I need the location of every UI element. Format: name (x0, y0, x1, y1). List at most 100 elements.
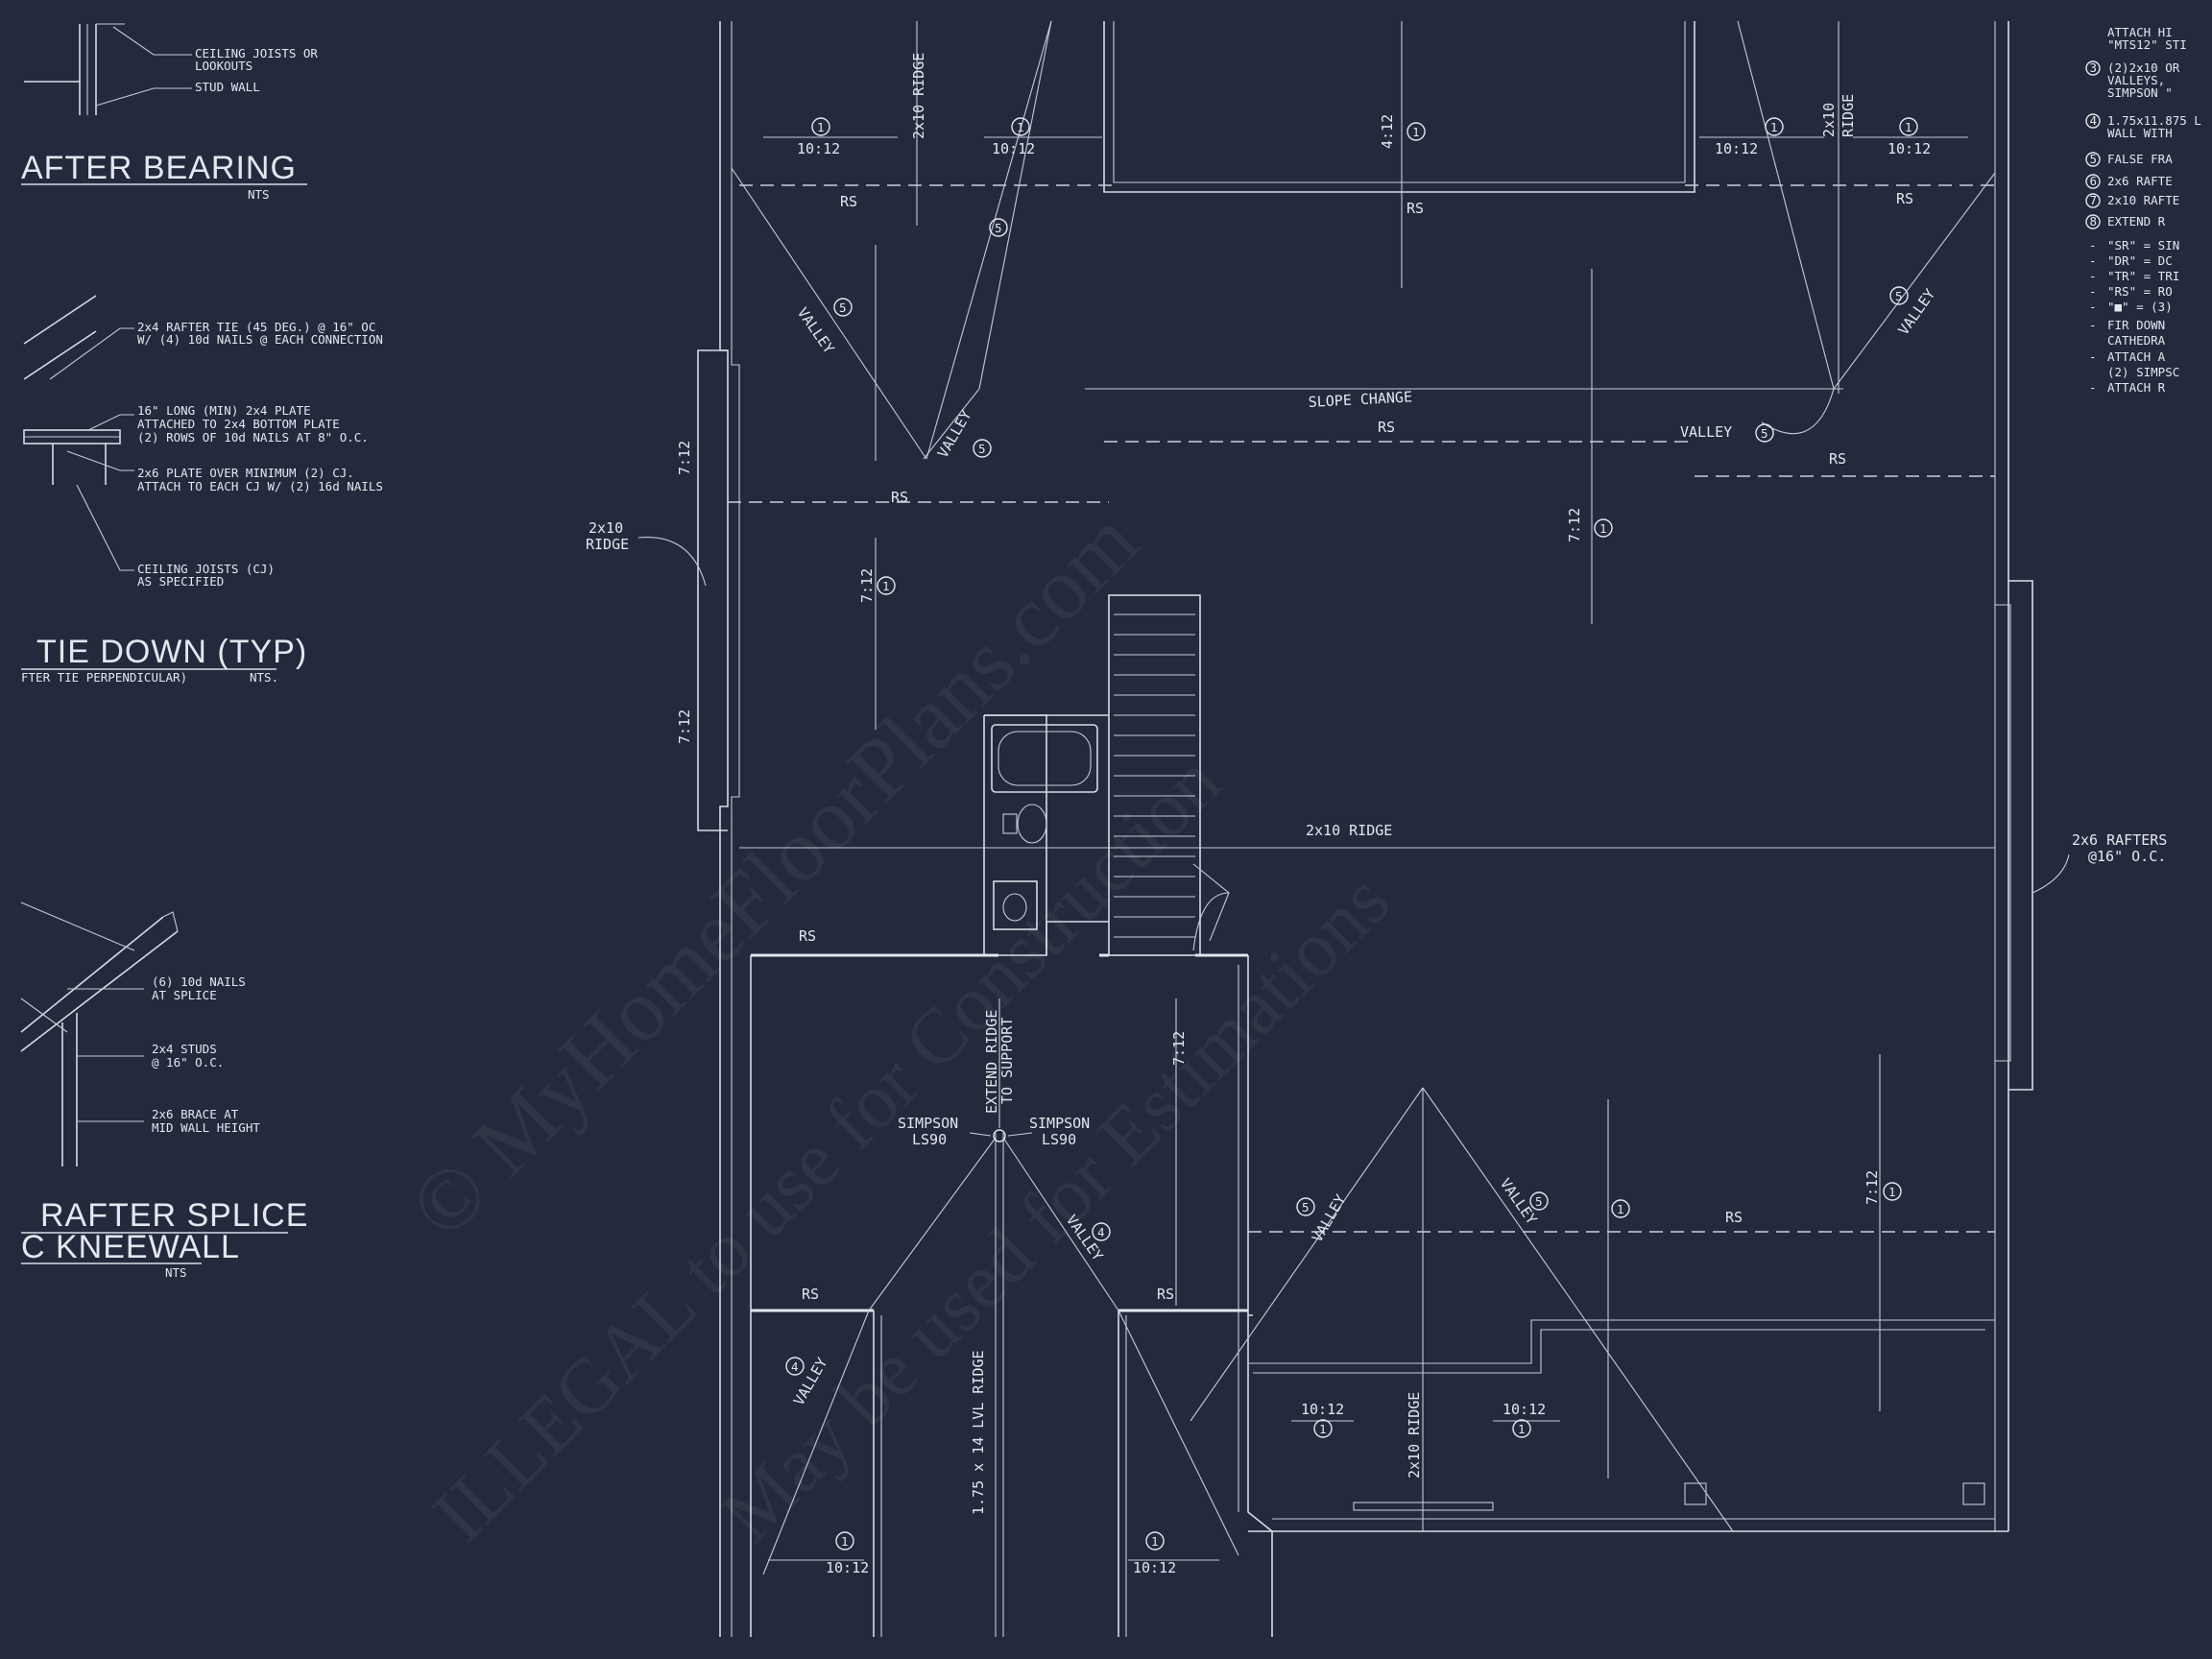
svg-text:5: 5 (1302, 1200, 1310, 1214)
note-number-mark: 8 (2085, 214, 2101, 229)
note-line: "RS" = RO (2107, 284, 2173, 299)
svg-text:5: 5 (995, 221, 1002, 235)
note-mark-icon: 1 (1011, 117, 1030, 136)
note-line: SIMPSON " (2107, 85, 2173, 100)
label-plate-attach: ATTACHED TO 2x4 BOTTOM PLATE (137, 417, 340, 431)
note-bullet: - (2089, 253, 2097, 268)
note-line: CATHEDRA (2107, 333, 2166, 348)
pitch-label: 10:12 (797, 140, 840, 157)
ridge-label: RIDGE (1839, 94, 1857, 137)
rs-label: RS (1829, 450, 1846, 468)
valley-label: VALLEY (934, 407, 975, 461)
svg-text:1: 1 (1412, 125, 1420, 139)
note-mark-icon: 5 (1529, 1191, 1549, 1211)
note-mark-icon: 5 (1889, 286, 1909, 305)
detail-scale: NTS (248, 187, 270, 202)
label-2x6-plate: 2x6 PLATE OVER MINIMUM (2) CJ. (137, 466, 354, 480)
pitch-label: 10:12 (826, 1559, 869, 1576)
pitch-label: 7:12 (1170, 1031, 1188, 1066)
svg-text:1: 1 (1518, 1422, 1526, 1436)
note-line: EXTEND R (2107, 214, 2166, 228)
rs-label: RS (1407, 200, 1424, 217)
ridge-label: 2x10 RIDGE (1406, 1392, 1423, 1479)
note-bullet: - (2089, 300, 2097, 314)
svg-text:1: 1 (1905, 120, 1912, 134)
slope-change-label: SLOPE CHANGE (1308, 388, 1412, 411)
label-plate: 16" LONG (MIN) 2x4 PLATE (137, 403, 311, 418)
note-line: FALSE FRA (2107, 152, 2173, 166)
note-mark-icon: 1 (1899, 117, 1918, 136)
note-bullet: - (2089, 238, 2097, 252)
extend-ridge-label: TO SUPPORT (998, 1018, 1016, 1104)
svg-text:5: 5 (1895, 289, 1903, 303)
note-mark-icon: 1 (835, 1531, 854, 1551)
svg-text:1: 1 (817, 120, 825, 134)
note-mark-icon: 1 (1611, 1199, 1630, 1218)
label-studs: 2x4 STUDS (152, 1042, 217, 1056)
rs-label: RS (802, 1286, 819, 1303)
note-line: ATTACH A (2107, 349, 2166, 364)
svg-text:4: 4 (791, 1359, 799, 1374)
note-line: (2) SIMPSC (2107, 365, 2179, 379)
note-mark-icon: 5 (989, 218, 1008, 237)
note-bullet: - (2089, 269, 2097, 283)
note-mark-icon: 1 (1512, 1419, 1531, 1438)
rs-label: RS (1157, 1286, 1174, 1303)
svg-text:5: 5 (1535, 1194, 1543, 1209)
svg-text:5: 5 (839, 301, 847, 315)
pitch-label: 10:12 (1301, 1401, 1344, 1418)
rs-label: RS (1896, 190, 1913, 207)
note-line: 2x10 RAFTE (2107, 193, 2179, 207)
note-line: "■" = (3) (2107, 300, 2173, 314)
pitch-label: 10:12 (992, 140, 1035, 157)
note-bullet: - (2089, 284, 2097, 299)
note-line: 2x6 RAFTE (2107, 174, 2173, 188)
note-mark-icon: 5 (1755, 423, 1774, 443)
svg-text:1: 1 (1617, 1202, 1624, 1216)
note-number-mark: 5 (2085, 152, 2101, 167)
rs-label: RS (840, 193, 857, 210)
extend-ridge-label: EXTEND RIDGE (983, 1010, 1000, 1114)
ridge-label: 2x10 (1820, 103, 1838, 137)
note-line: 1.75x11.875 L (2107, 113, 2201, 128)
label-ceiling-joists: CEILING JOISTS OR (195, 46, 318, 60)
note-line: ATTACH R (2107, 380, 2166, 395)
ridge-label: 2x10 RIDGE (910, 53, 927, 139)
note-mark-icon: 4 (1092, 1222, 1111, 1241)
svg-text:8: 8 (2090, 214, 2098, 228)
note-line: FIR DOWN (2107, 318, 2165, 332)
rs-label: RS (891, 489, 908, 506)
pitch-label: 7:12 (676, 709, 693, 744)
label-brace: 2x6 BRACE AT (152, 1107, 239, 1121)
note-mark-icon: 5 (973, 439, 992, 458)
pitch-label: 4:12 (1379, 114, 1396, 149)
detail-title-rafter-splice: RAFTER SPLICE (40, 1197, 308, 1234)
label-studs-oc: @ 16" O.C. (152, 1055, 224, 1070)
note-number-mark: 4 (2085, 113, 2101, 129)
note-mark-icon: 1 (1883, 1182, 1902, 1201)
label-stud-wall: STUD WALL (195, 80, 260, 94)
note-line: (2)2x10 OR (2107, 60, 2180, 75)
note-mark-icon: 5 (833, 298, 853, 317)
detail-title-rafter-bearing: AFTER BEARING (21, 150, 297, 186)
pitch-label: 10:12 (1715, 140, 1758, 157)
detail-subtitle-tie-down: FTER TIE PERPENDICULAR) (21, 670, 187, 685)
lvl-ridge-label: 1.75 x 14 LVL RIDGE (970, 1350, 987, 1515)
note-mark-icon: 5 (1296, 1197, 1315, 1216)
pitch-label: 7:12 (1863, 1170, 1881, 1205)
detail-scale-tie-down: NTS. (250, 670, 278, 685)
roof-plan (637, 20, 2070, 1637)
label-rafter-tie-nails: W/ (4) 10d NAILS @ EACH CONNECTION (137, 332, 383, 347)
svg-text:4: 4 (1097, 1225, 1105, 1239)
svg-text:3: 3 (2090, 60, 2098, 75)
svg-text:5: 5 (2090, 152, 2098, 166)
svg-text:1: 1 (841, 1534, 849, 1549)
rs-label: RS (799, 927, 816, 945)
note-line: "MTS12" STI (2107, 37, 2187, 52)
watermark: © MyHomeFloorPlans.com ILLEGAL to use fo… (391, 492, 1406, 1558)
note-mark-icon: 1 (1313, 1419, 1333, 1438)
detail-title-tie-down: TIE DOWN (TYP) (36, 634, 307, 670)
ridge-label: 2x10 (589, 519, 623, 537)
